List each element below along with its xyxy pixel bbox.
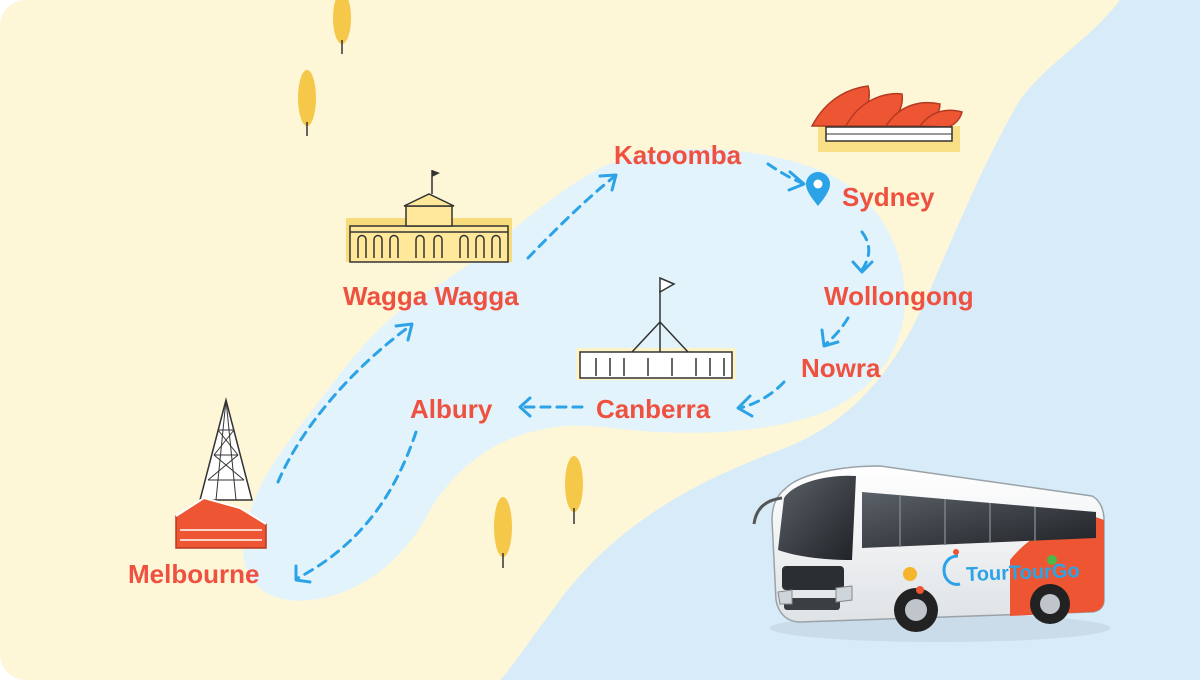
route-melbourne-wagga <box>276 324 412 484</box>
city-label-melbourne: Melbourne <box>128 559 260 589</box>
city-label-wagga-wagga: Wagga Wagga <box>343 281 519 311</box>
arrow-head <box>787 170 806 192</box>
city-label-wollongong: Wollongong <box>824 281 974 311</box>
arrow-head <box>851 260 874 274</box>
city-label-albury: Albury <box>410 394 493 424</box>
capitol-building-icon <box>346 170 512 263</box>
arrow-head <box>598 173 618 192</box>
city-label-katoomba: Katoomba <box>614 140 742 170</box>
route-sydney-wollongong <box>860 230 871 272</box>
arrow-head <box>294 564 312 584</box>
opera-house-icon <box>810 85 963 152</box>
bus-icon <box>752 465 1110 642</box>
city-label-nowra: Nowra <box>801 353 881 383</box>
route-region <box>243 149 905 601</box>
city-label-canberra: Canberra <box>596 394 711 424</box>
route-wollongong-nowra <box>824 316 850 346</box>
arrow-head <box>736 394 754 418</box>
route-nowra-canberra <box>738 380 786 410</box>
arrow-head <box>394 322 414 342</box>
tree-icon <box>298 70 316 136</box>
route-albury-melbourne <box>296 430 418 580</box>
parliament-house-icon <box>576 276 736 380</box>
arts-centre-spire-icon <box>175 397 267 549</box>
arrow-head <box>820 328 840 348</box>
bus-brand-logo: TourTourGo <box>965 560 1081 586</box>
city-label-sydney: Sydney <box>842 182 935 212</box>
location-pin-icon <box>806 172 830 206</box>
arrow-head <box>518 396 532 418</box>
tree-icon <box>333 0 351 54</box>
tree-icon <box>565 456 583 524</box>
tree-icon <box>494 497 512 568</box>
